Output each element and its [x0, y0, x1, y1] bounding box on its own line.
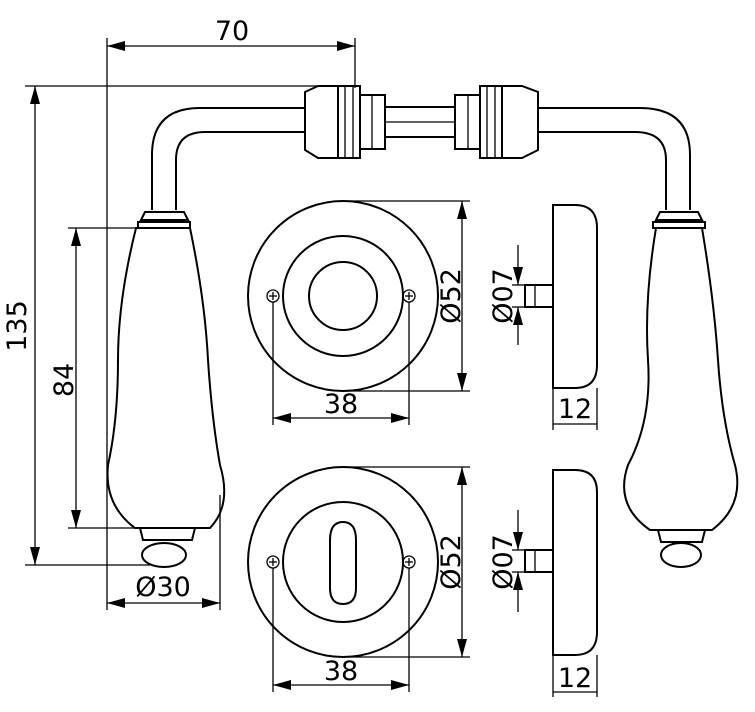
- dim-rose-bottom-dia: Ø52: [343, 466, 470, 658]
- dim-grip: 84: [49, 227, 140, 529]
- right-lever-handle: [454, 85, 739, 568]
- dim-rose-top-spacing-label: 38: [324, 389, 358, 420]
- dim-rose-bottom-spindle-label: Ø07: [488, 534, 519, 590]
- dim-rose-bottom-spacing-label: 38: [324, 656, 358, 687]
- spindle: [384, 106, 456, 138]
- dim-grip-label: 84: [49, 363, 80, 397]
- dim-rose-bottom-thickness-label: 12: [558, 663, 592, 694]
- dim-rose-bottom-spindle: Ø07: [488, 510, 525, 612]
- dim-rose-top-thickness: 12: [552, 388, 598, 430]
- dim-height: 135: [2, 85, 318, 566]
- dim-rose-top-dia-label: Ø52: [436, 268, 467, 324]
- dim-rose-bottom-thickness: 12: [552, 655, 598, 697]
- dim-knob-label: Ø30: [135, 572, 191, 603]
- dim-rose-top-spindle-label: Ø07: [488, 268, 519, 324]
- left-lever-handle: [106, 85, 386, 568]
- dim-height-label: 135: [2, 300, 33, 352]
- dim-width: 70: [106, 16, 356, 610]
- dim-rose-top-spacing: 38: [272, 302, 410, 425]
- dim-knob: Ø30: [107, 495, 221, 610]
- dim-width-label: 70: [215, 16, 249, 47]
- rose-top-side: [524, 204, 598, 389]
- dim-rose-top-spindle: Ø07: [488, 245, 525, 345]
- dim-rose-top-thickness-label: 12: [558, 394, 592, 425]
- rose-bottom-side: [524, 469, 598, 656]
- dim-rose-bottom-dia-label: Ø52: [436, 534, 467, 590]
- dim-rose-bottom-spacing: 38: [272, 568, 410, 692]
- dim-rose-top-dia: Ø52: [343, 200, 470, 392]
